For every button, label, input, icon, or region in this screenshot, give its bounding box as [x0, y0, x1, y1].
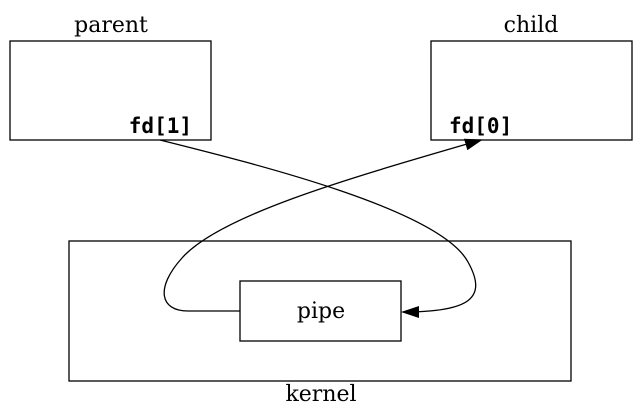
read-flow-arrow	[163, 138, 483, 312]
kernel-region: kernel	[68, 240, 572, 407]
parent-fd-label: fd[1]	[129, 114, 192, 138]
pipe-node: pipe	[239, 280, 402, 342]
parent-title: parent	[74, 13, 148, 38]
child-box	[430, 40, 633, 141]
kernel-box	[68, 240, 572, 382]
pipe-label: pipe	[297, 299, 345, 324]
child-fd-label: fd[0]	[449, 114, 512, 138]
parent-box	[9, 40, 212, 141]
kernel-title: kernel	[285, 382, 356, 407]
child-process: child fd[0]	[430, 13, 633, 141]
write-flow-arrow	[159, 139, 477, 318]
parent-process: parent fd[1]	[9, 13, 212, 141]
child-title: child	[504, 13, 559, 38]
